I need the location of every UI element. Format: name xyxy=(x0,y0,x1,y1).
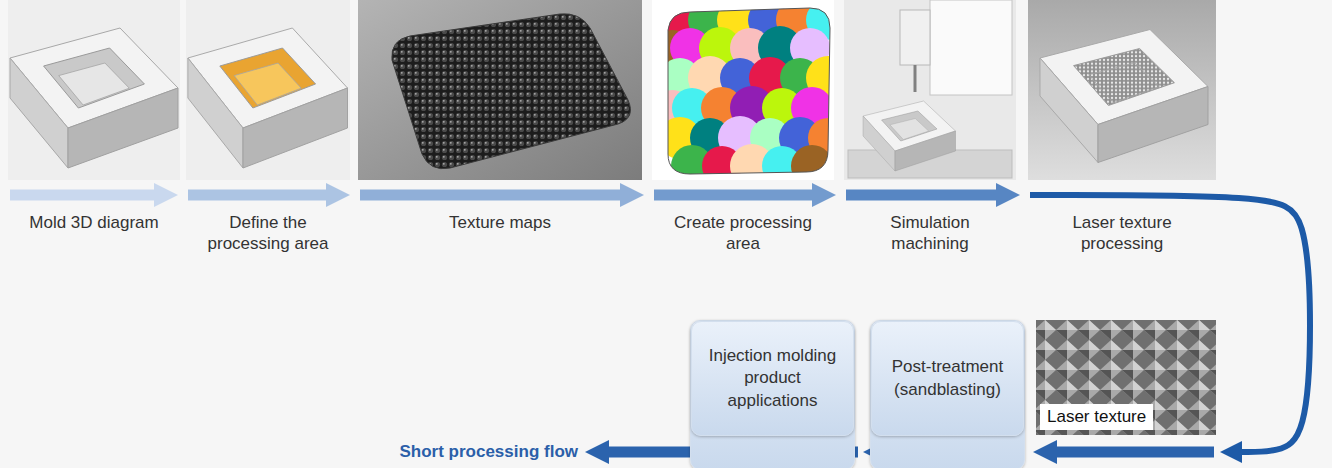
textured-pocket xyxy=(1074,49,1175,106)
process-step: Define the processing area xyxy=(186,0,350,259)
image-tag: Laser texture xyxy=(1047,406,1146,428)
process-box: Injection molding product applications xyxy=(690,320,855,468)
step-caption: Define the processing area xyxy=(201,212,336,255)
image-ground xyxy=(358,0,642,180)
process-box: Post-treatment (sandblasting) xyxy=(870,320,1025,468)
laser-texture-photo xyxy=(1036,320,1216,435)
step-caption: Create processing area xyxy=(668,212,818,255)
mold-block xyxy=(863,101,955,171)
mold-block xyxy=(1040,30,1208,163)
step-caption: Texture maps xyxy=(400,212,600,233)
image-ground xyxy=(844,0,1016,180)
texture-surface xyxy=(392,14,631,169)
process-arrow xyxy=(10,190,154,201)
process-step: Texture maps xyxy=(358,0,642,237)
patch-outline xyxy=(668,8,830,174)
color-patch xyxy=(791,145,833,187)
caption-holder: Laser texture processing xyxy=(1057,212,1187,255)
process-box-fill: Injection molding product applications xyxy=(691,321,854,436)
process-step: Mold 3D diagram xyxy=(8,0,180,237)
step-caption: Simulation machining xyxy=(874,212,986,255)
processing-floor xyxy=(234,63,301,105)
process-box-fill: Post-treatment (sandblasting) xyxy=(871,321,1024,436)
caption-holder: Texture maps xyxy=(400,212,600,233)
step-caption: Laser texture processing xyxy=(1057,212,1187,255)
process-step: Laser texture processing xyxy=(1028,0,1216,259)
mold-block xyxy=(188,28,348,168)
mold-drawing xyxy=(188,28,348,168)
image-ground xyxy=(8,0,180,180)
image-ground xyxy=(186,0,350,180)
mold-pocket xyxy=(882,111,937,141)
pocket-floor xyxy=(890,119,929,140)
process-step: Create processing area xyxy=(652,0,834,259)
texture-sample: Laser texture xyxy=(1036,320,1216,468)
caption-holder: Mold 3D diagram xyxy=(14,212,174,233)
mold-drawing xyxy=(10,28,178,168)
process-step: Simulation machining xyxy=(844,0,1016,259)
caption-holder: Create processing area xyxy=(668,212,818,255)
process-arrow xyxy=(654,190,812,201)
pocket-floor xyxy=(59,63,130,105)
step-caption: Mold 3D diagram xyxy=(14,212,174,233)
machine-tool xyxy=(914,65,917,92)
machine-housing xyxy=(930,0,1012,95)
mold-block xyxy=(10,28,178,168)
flow-caption: Short processing flow xyxy=(399,441,578,462)
textured-floor xyxy=(1089,63,1160,103)
process-arrow xyxy=(1057,447,1214,458)
patch-map xyxy=(654,0,850,188)
mold-drawing xyxy=(1040,30,1208,163)
box-text: Post-treatment (sandblasting) xyxy=(880,356,1015,400)
process-arrow xyxy=(360,190,620,201)
process-arrow xyxy=(188,190,326,201)
process-arrow xyxy=(846,190,996,201)
caption-holder: Simulation machining xyxy=(874,212,986,255)
machine-head xyxy=(900,10,930,65)
flow-arrowhead xyxy=(585,440,609,464)
return-arrow xyxy=(1030,195,1310,452)
box-text: Injection molding product applications xyxy=(700,345,845,411)
caption-holder: Define the processing area xyxy=(201,212,336,255)
tag-plate: Laser texture xyxy=(1040,404,1153,430)
mold-pocket xyxy=(44,48,145,108)
processing-area xyxy=(220,48,316,108)
mold-drawing xyxy=(863,101,955,171)
image-ground xyxy=(1028,0,1216,180)
